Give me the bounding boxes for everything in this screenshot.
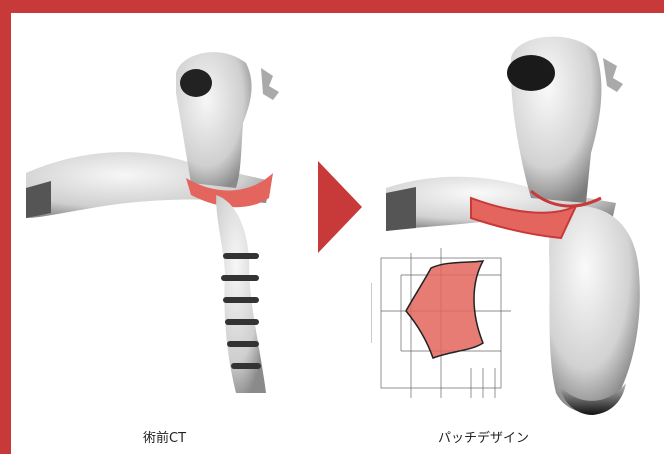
preop-ct-image <box>11 13 301 454</box>
figure-frame: 術前CT パッチデザイン <box>11 13 664 454</box>
caption-preop: 術前CT <box>143 427 186 446</box>
arrow-right-icon <box>318 161 362 253</box>
caption-patch-design: パッチデザイン <box>438 427 529 446</box>
patch-design-image <box>371 13 664 454</box>
